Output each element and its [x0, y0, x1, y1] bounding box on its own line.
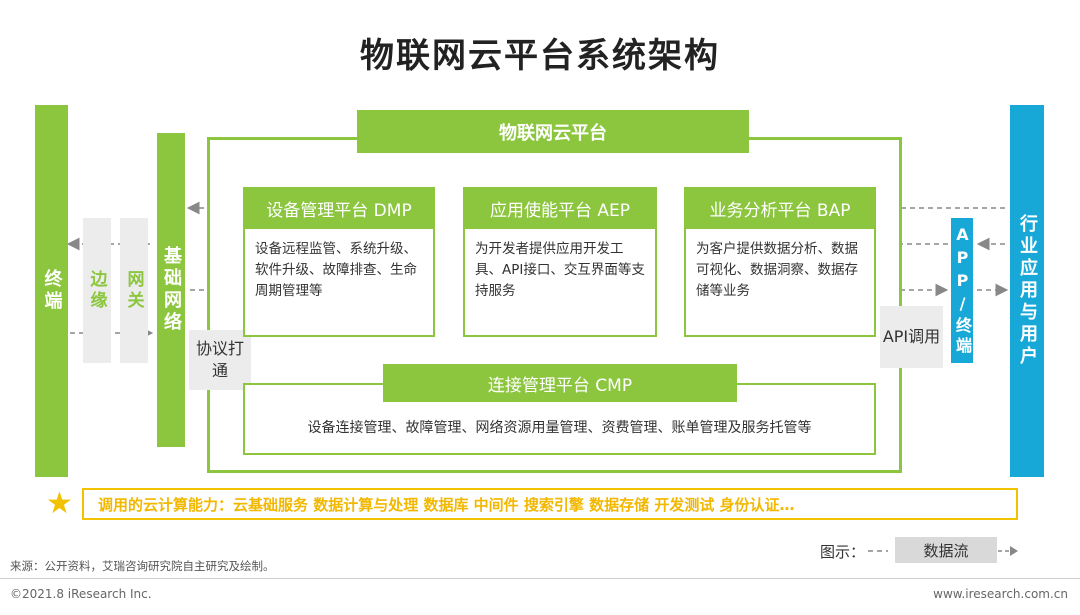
bap-header: 业务分析平台 BAP — [684, 187, 876, 229]
industry-label: 行业应用与用户 — [1017, 214, 1038, 368]
legend-data-flow: 数据流 — [895, 537, 997, 563]
source-note: 来源：公开资料，艾瑞咨询研究院自主研究及绘制。 — [10, 559, 275, 573]
legend-arrow-head — [998, 546, 1018, 556]
gateway-label: 网关 — [123, 269, 144, 312]
dmp-description: 设备远程监管、系统升级、软件升级、故障排查、生命周期管理等 — [255, 241, 417, 299]
gateway-bar: 网关 — [120, 218, 148, 363]
footer-divider — [0, 578, 1080, 579]
aep-description: 为开发者提供应用开发工具、API接口、交互界面等支持服务 — [475, 241, 645, 299]
app-terminal-bar: APP/终端 — [951, 218, 973, 363]
base-network-bar: 基础网络 — [157, 133, 185, 447]
terminal-bar: 终端 — [35, 105, 68, 477]
app-terminal-label: APP/终端 — [953, 224, 972, 357]
edge-bar: 边缘 — [83, 218, 111, 363]
bap-description: 为客户提供数据分析、数据可视化、数据洞察、数据存储等业务 — [696, 241, 858, 299]
aep-header: 应用使能平台 AEP — [463, 187, 657, 229]
cloud-ability-bar: 调用的云计算能力：云基础服务 数据计算与处理 数据库 中间件 搜索引擎 数据存储… — [82, 488, 1018, 520]
page-title: 物联网云平台系统架构 — [360, 36, 720, 76]
cmp-description: 设备连接管理、故障管理、网络资源用量管理、资费管理、账单管理及服务托管等 — [307, 420, 812, 436]
copyright: ©2021.8 iResearch Inc. — [10, 587, 152, 601]
iot-cloud-platform-title: 物联网云平台 — [357, 110, 749, 153]
api-call-label: API调用 — [880, 306, 943, 368]
protocol-label: 协议打通 — [189, 330, 251, 390]
terminal-label: 终端 — [41, 269, 63, 313]
dmp-header: 设备管理平台 DMP — [243, 187, 435, 229]
edge-label: 边缘 — [86, 269, 107, 312]
star-icon: ★ — [46, 486, 73, 521]
website-link: www.iresearch.com.cn — [933, 587, 1068, 601]
base-network-label: 基础网络 — [161, 246, 182, 334]
cmp-header: 连接管理平台 CMP — [383, 364, 737, 402]
legend-arrow — [868, 550, 888, 552]
legend-label: 图示： — [820, 543, 866, 561]
industry-bar: 行业应用与用户 — [1010, 105, 1044, 477]
